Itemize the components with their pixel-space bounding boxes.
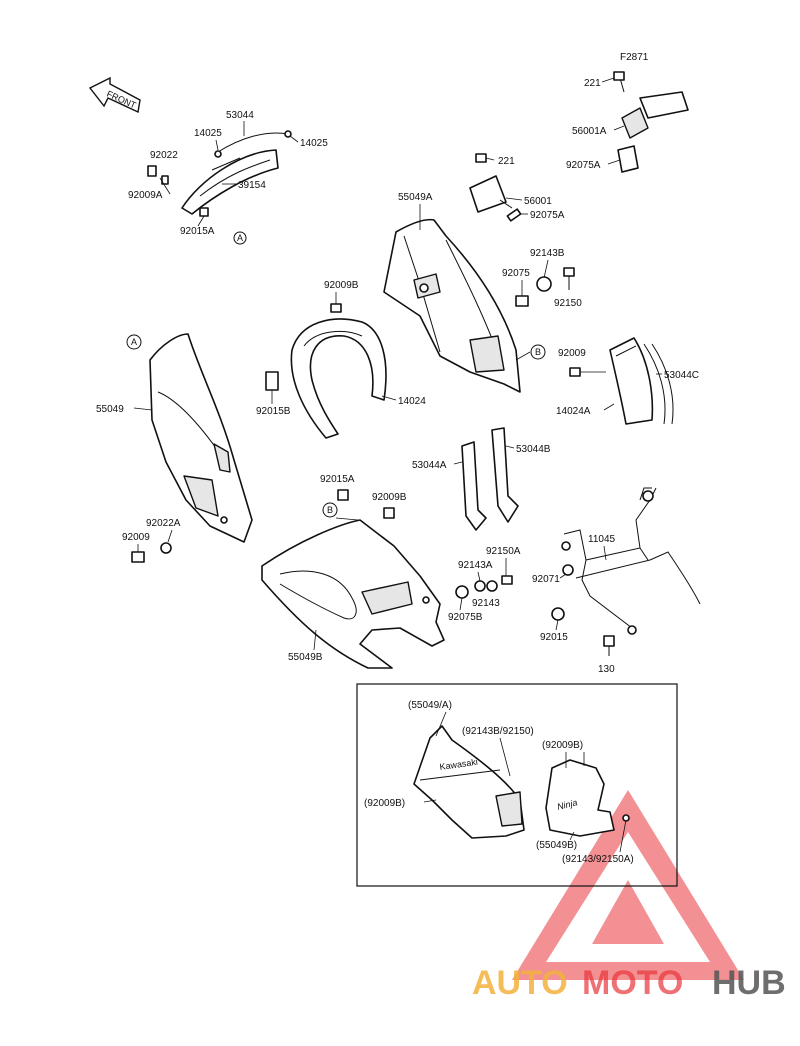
- trim-strip-53044: [214, 130, 292, 158]
- callout-92022: 92022: [150, 150, 178, 161]
- callout-11045: 11045: [588, 534, 616, 545]
- callout-92009: 92009: [558, 348, 586, 359]
- stay-bracket-11045: [561, 487, 701, 635]
- callout-92150: 92150: [554, 298, 582, 309]
- screw-92009B-top: [330, 303, 342, 313]
- nut-92015A: [199, 207, 209, 217]
- inset-label-55049A: (55049/A): [408, 700, 452, 711]
- watermark-part2: MOTO: [582, 964, 683, 1002]
- callout-92015A-mid: 92015A: [320, 474, 355, 485]
- inset-lower-fairing: [545, 759, 615, 837]
- callout-92075B: 92075B: [448, 612, 483, 623]
- callout-55049: 55049: [96, 404, 124, 415]
- inset-model-text: Ninja: [556, 797, 578, 812]
- callout-92075A-top: 92075A: [566, 160, 601, 171]
- screw-92009B-mid: [383, 507, 395, 519]
- callout-92143B: 92143B: [530, 248, 565, 259]
- figure-code: F2871: [620, 52, 649, 63]
- clip-92015B: [265, 371, 279, 391]
- inset-label-55049B: (55049B): [536, 840, 577, 851]
- callout-a-small: A: [237, 233, 243, 243]
- callout-92009B-top: 92009B: [324, 280, 359, 291]
- nut-92075: [515, 295, 529, 307]
- callout-92015A-top: 92015A: [180, 226, 215, 237]
- inset-label-92009B-left: (92009B): [364, 798, 405, 809]
- ref-circle-a-big: [126, 334, 142, 350]
- callout-53044A: 53044A: [412, 460, 447, 471]
- watermark-logo: AUTO MOTO HUB: [472, 964, 786, 1002]
- ref-circle-b: [530, 344, 546, 360]
- watermark-part3: HUB: [712, 964, 786, 1002]
- callout-92075: 92075: [502, 268, 530, 279]
- grommet-92143B: [536, 276, 552, 292]
- callout-55049B: 55049B: [288, 652, 323, 663]
- callout-53044B: 53044B: [516, 444, 551, 455]
- nut-92015A-mid: [337, 489, 349, 501]
- callout-56001: 56001: [524, 196, 552, 207]
- ref-circle-a-small: [233, 231, 247, 245]
- ref-circle-b2: [322, 502, 338, 518]
- callout-14025-right: 14025: [300, 138, 328, 149]
- watermark-part1: AUTO: [472, 964, 568, 1002]
- screw-92009-left: [131, 551, 145, 563]
- callout-55049A: 55049A: [398, 192, 433, 203]
- front-arrow-icon: FRONT: [88, 76, 141, 114]
- watermark-triangle: [512, 790, 744, 980]
- screw-92009: [569, 367, 581, 377]
- screw-92009A: [147, 165, 169, 185]
- callout-14024: 14024: [398, 396, 426, 407]
- windshield-39154: [181, 149, 279, 215]
- inset-box: [356, 683, 678, 887]
- callout-92071: 92071: [532, 574, 560, 585]
- trim-53044C: [643, 343, 666, 425]
- lower-fairing-55049B: [261, 519, 445, 669]
- upper-fairing-55049A: [383, 218, 521, 393]
- callout-53044C: 53044C: [664, 370, 699, 381]
- nut-92075B: [455, 585, 469, 599]
- callout-92015B: 92015B: [256, 406, 291, 417]
- callout-b-circle: B: [535, 347, 541, 357]
- mirror-56001A: [613, 71, 689, 173]
- side-fairing-55049: [149, 333, 253, 543]
- grommet-92015: [551, 607, 565, 621]
- inset-label-92143B-92150: (92143B/92150): [462, 726, 534, 737]
- callout-130: 130: [598, 664, 615, 675]
- clamp-92071: [562, 564, 574, 576]
- inner-panel-14024: [290, 318, 387, 439]
- mirror-56001: [469, 153, 522, 222]
- callout-56001A: 56001A: [572, 126, 607, 137]
- callout-53044: 53044: [226, 110, 254, 121]
- callout-b-circle2: B: [327, 505, 333, 515]
- grommet-92143: [486, 580, 498, 592]
- callout-92143: 92143: [472, 598, 500, 609]
- callout-a-big: A: [131, 337, 137, 347]
- callout-92009A: 92009A: [128, 190, 163, 201]
- callout-39154: 39154: [238, 180, 266, 191]
- callout-92075A-mid: 92075A: [530, 210, 565, 221]
- trim-strip-53044B: [491, 427, 519, 523]
- callout-92022A: 92022A: [146, 518, 181, 529]
- screw-92150: [563, 267, 575, 290]
- screw-92150A: [501, 575, 513, 585]
- callout-14024A: 14024A: [556, 406, 591, 417]
- callout-221-mid: 221: [498, 156, 515, 167]
- washer-92022A: [160, 542, 172, 554]
- callout-92009-left: 92009: [122, 532, 150, 543]
- callout-92150A: 92150A: [486, 546, 521, 557]
- inner-panel-14024A: [609, 337, 654, 425]
- grommet-92143A: [474, 580, 486, 592]
- callout-92143A: 92143A: [458, 560, 493, 571]
- callout-14025-left: 14025: [194, 128, 222, 139]
- callout-221-top: 221: [584, 78, 601, 89]
- inset-label-92009B-right: (92009B): [542, 740, 583, 751]
- callout-92015: 92015: [540, 632, 568, 643]
- inset-upper-fairing: [413, 725, 525, 839]
- callout-92009B-mid: 92009B: [372, 492, 407, 503]
- trim-strip-53044A: [461, 441, 487, 531]
- inset-label-92143-92150A: (92143/92150A): [562, 854, 634, 865]
- bolt-130: [603, 635, 615, 656]
